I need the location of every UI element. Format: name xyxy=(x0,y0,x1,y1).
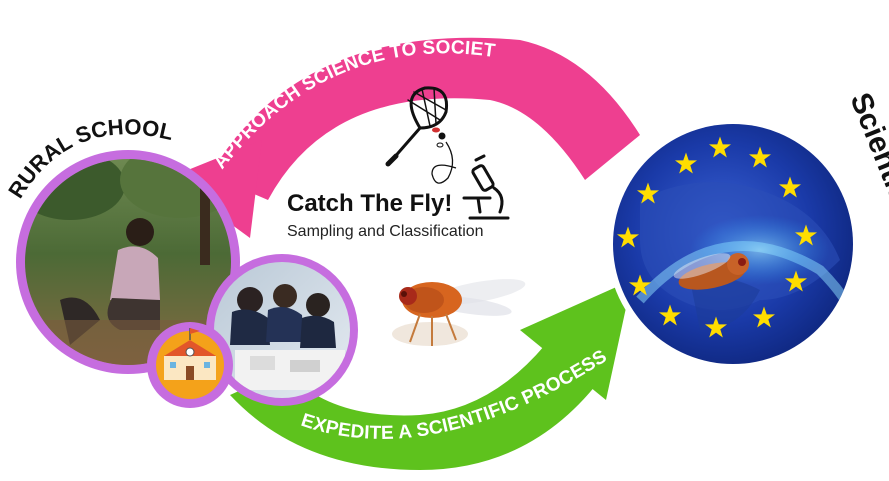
small-fly-icon xyxy=(432,127,446,148)
scientists-eu-photo: Scientists xyxy=(607,88,889,370)
green-arc-band xyxy=(230,345,600,470)
eu-star xyxy=(616,226,640,248)
magenta-arc-band xyxy=(210,37,640,200)
eu-star xyxy=(794,224,818,246)
eu-star xyxy=(752,306,776,328)
center-subtitle: Sampling and Classification xyxy=(287,223,484,240)
eu-star xyxy=(748,146,772,168)
eu-star xyxy=(704,316,728,338)
magenta-arrow-head xyxy=(168,140,262,238)
eu-star xyxy=(628,274,652,296)
fruit-fly-icon xyxy=(392,279,526,346)
classroom-photo xyxy=(206,254,358,406)
eu-star xyxy=(784,270,808,292)
butterfly-net-icon xyxy=(385,86,449,167)
student-body xyxy=(110,246,160,300)
green-arrow-head xyxy=(520,280,632,400)
eu-star xyxy=(658,304,682,326)
eu-stars xyxy=(616,136,818,338)
microscope-icon xyxy=(462,154,510,220)
fly-on-map xyxy=(673,253,749,290)
eu-star xyxy=(708,136,732,158)
student-head xyxy=(126,218,154,246)
center-title: Catch The Fly! xyxy=(287,190,453,217)
eu-star xyxy=(636,182,660,204)
eu-star xyxy=(778,176,802,198)
eu-star xyxy=(674,152,698,174)
fly-flight-path xyxy=(431,141,457,184)
school-building-icon xyxy=(147,322,233,408)
